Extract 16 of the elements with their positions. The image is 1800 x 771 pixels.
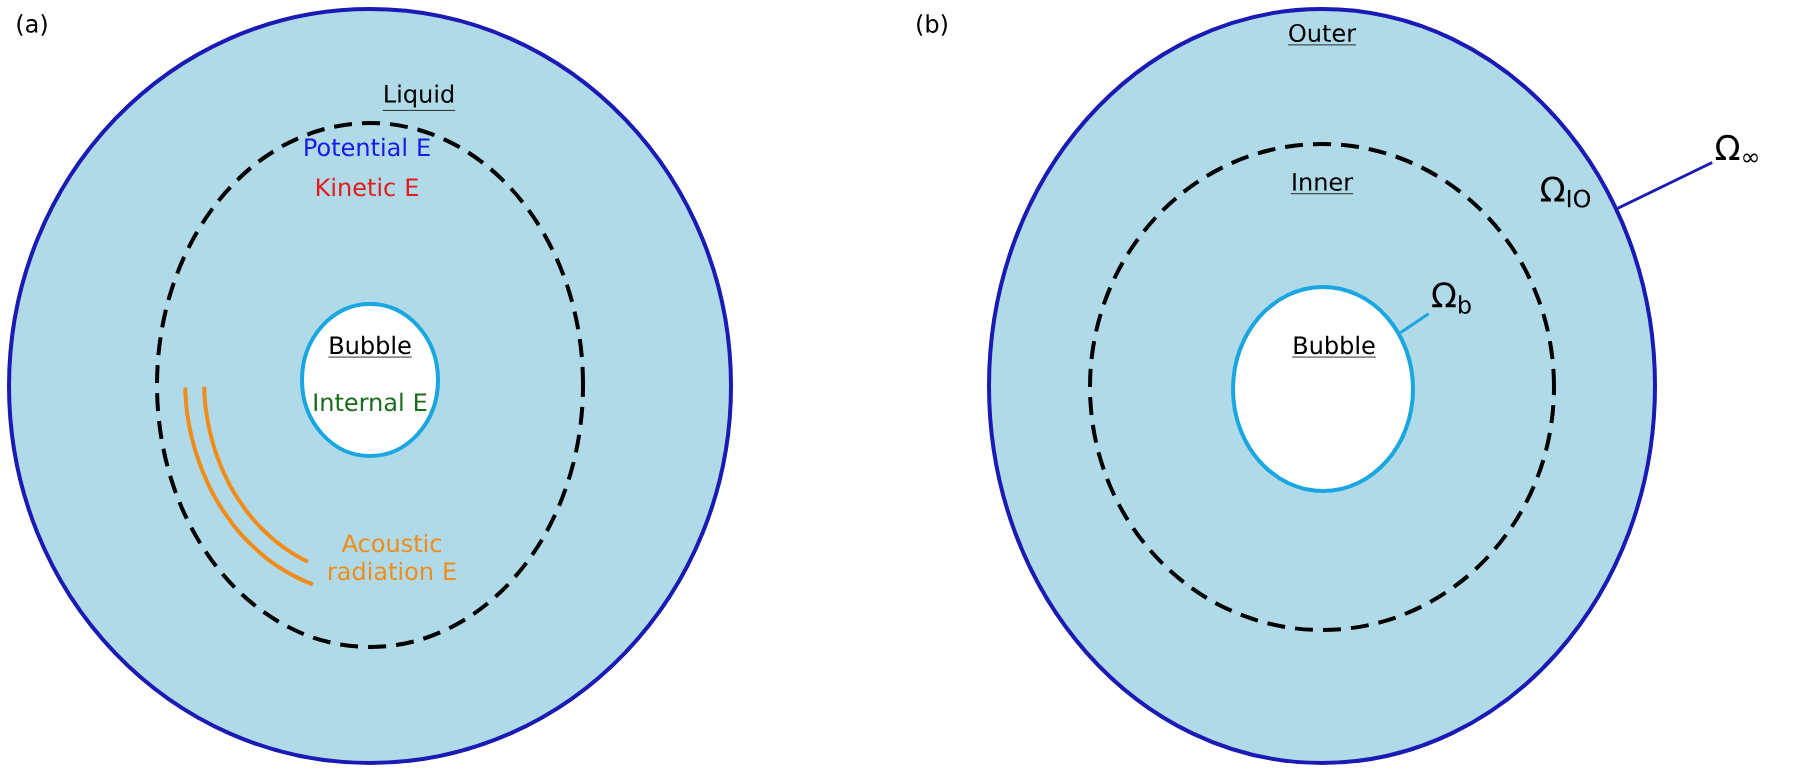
energy-label: Kinetic E (316, 177, 418, 197)
energy-label: Internal E (314, 392, 427, 412)
region-label: Inner (1290, 173, 1354, 195)
boundary-symbol: Ω$_{IO}$ (1540, 176, 1591, 208)
energy-label: Acoustic radiation E (329, 533, 456, 581)
region-label: Outer (1287, 23, 1357, 46)
panel-label: (b) (917, 14, 947, 36)
region-label: Bubble (1291, 335, 1377, 358)
leader-line (1617, 161, 1713, 210)
boundary-symbol: Ω$_{∞}$ (1715, 134, 1758, 163)
panel-label: (a) (17, 14, 47, 36)
leader-line (1399, 312, 1430, 334)
energy-label: Potential E (305, 137, 430, 157)
region-label: Bubble (327, 335, 413, 358)
boundary-symbol: Ω$_{b}$ (1432, 282, 1471, 314)
region-label: Liquid (382, 84, 456, 111)
